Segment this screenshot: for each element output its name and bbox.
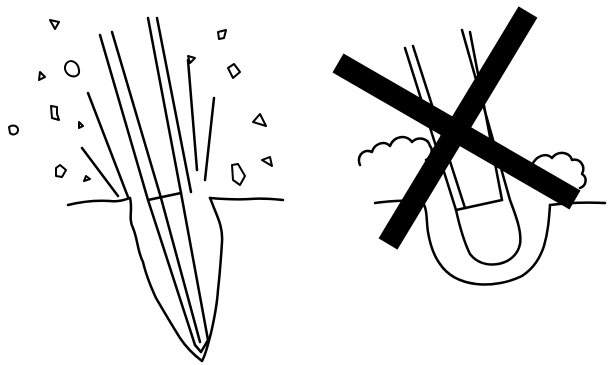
drill-bit-tip xyxy=(193,338,210,354)
x-mark-stroke xyxy=(378,6,538,250)
debris-fragment-icon xyxy=(261,156,273,167)
motion-line xyxy=(203,96,216,182)
debris-fragment-icon xyxy=(38,71,46,81)
panel-incorrect-technique xyxy=(300,0,613,365)
debris-fragment-icon xyxy=(8,124,19,136)
drill-bit-collar xyxy=(146,191,183,202)
correct-technique-illustration xyxy=(8,16,285,363)
drill-bit-inner-line xyxy=(155,16,193,194)
motion-line xyxy=(186,58,199,172)
ground-surface xyxy=(548,201,607,207)
drill-bit-inner-line xyxy=(468,30,504,202)
panel-correct-technique xyxy=(0,0,300,365)
incorrect-technique-illustration xyxy=(332,6,607,286)
ground-surface xyxy=(66,196,132,207)
debris-fragment-icon xyxy=(55,164,67,178)
debris-fragment-icon xyxy=(64,60,81,78)
motion-line xyxy=(86,91,130,199)
debris-fragment-icon xyxy=(83,175,91,182)
crater-outline xyxy=(128,196,224,363)
crater-outline xyxy=(420,199,552,286)
debris-fragment-icon xyxy=(187,55,196,64)
debris-fragment-icon xyxy=(49,19,60,30)
debris-fragment-icon xyxy=(231,163,246,186)
x-mark-icon xyxy=(332,6,581,250)
debris-fragment-icon xyxy=(252,113,267,127)
soil-clump-icon xyxy=(357,135,433,167)
drill-bit-collar xyxy=(454,198,504,212)
motion-line xyxy=(80,146,120,198)
debris-fragment-icon xyxy=(217,29,227,40)
drill-bit-left-edge xyxy=(403,28,522,266)
soil-clump-icon xyxy=(530,151,587,190)
debris-fragment-icon xyxy=(50,105,60,121)
ground-surface xyxy=(208,196,285,202)
debris-fragment-icon xyxy=(78,121,84,129)
debris-fragment-icon xyxy=(227,63,241,79)
